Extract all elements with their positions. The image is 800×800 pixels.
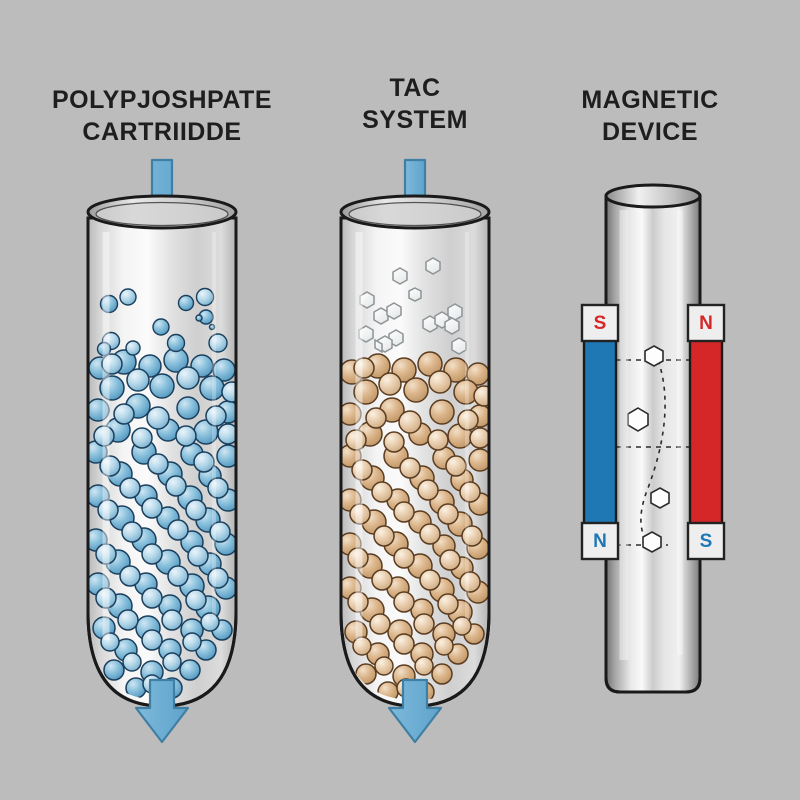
label-line1: POLYPJOSHPATE bbox=[52, 86, 272, 114]
hex-particles-magnetic bbox=[627, 345, 670, 553]
metal-cylinder bbox=[604, 194, 702, 694]
magnet-right-bar bbox=[688, 335, 724, 529]
panel-label-tac-system: TAC SYSTEM bbox=[362, 74, 468, 134]
magnet-left-top-pole: S bbox=[580, 303, 620, 343]
magnet-left: S N bbox=[580, 303, 620, 561]
panel-magnetic-device: S N N S bbox=[580, 183, 726, 694]
panel-label-magnetic-device: MAGNETIC DEVICE bbox=[581, 86, 718, 146]
outlet-arrow-cartridge bbox=[134, 678, 190, 744]
glass-tube-tac bbox=[339, 216, 491, 708]
panel-tac-system bbox=[339, 158, 491, 744]
cylinder-rim bbox=[604, 183, 702, 209]
panel-label-polyphosphate-cartridge: POLYPJOSHPATE CARTRIIDDE bbox=[52, 86, 272, 146]
label-line2: DEVICE bbox=[602, 118, 698, 146]
magnet-right: N S bbox=[686, 303, 726, 561]
magnet-left-bottom-pole-label: N bbox=[593, 531, 607, 552]
magnet-right-top-pole: N bbox=[686, 303, 726, 343]
magnet-left-bar bbox=[582, 335, 618, 529]
magnet-right-top-pole-label: N bbox=[699, 313, 713, 334]
magnetic-field-region bbox=[606, 345, 700, 553]
magnet-left-top-pole-label: S bbox=[594, 313, 607, 334]
label-line2: CARTRIIDDE bbox=[82, 118, 241, 146]
tube-rim-tac bbox=[339, 194, 491, 230]
magnet-right-bottom-pole: S bbox=[686, 521, 726, 561]
hex-crystals-tac bbox=[358, 257, 467, 355]
label-line1: TAC bbox=[389, 74, 440, 102]
glass-tube-cartridge bbox=[86, 216, 238, 708]
tube-rim-cartridge bbox=[86, 194, 238, 230]
free-beads-blue bbox=[96, 287, 228, 357]
bead-bed-tan bbox=[341, 351, 489, 700]
panel-polyphosphate-cartridge bbox=[86, 158, 238, 744]
outlet-arrow-tac bbox=[387, 678, 443, 744]
label-line1: MAGNETIC bbox=[581, 86, 718, 114]
magnet-left-bottom-pole: N bbox=[580, 521, 620, 561]
magnet-right-bottom-pole-label: S bbox=[700, 531, 713, 552]
label-line2: SYSTEM bbox=[362, 106, 468, 134]
